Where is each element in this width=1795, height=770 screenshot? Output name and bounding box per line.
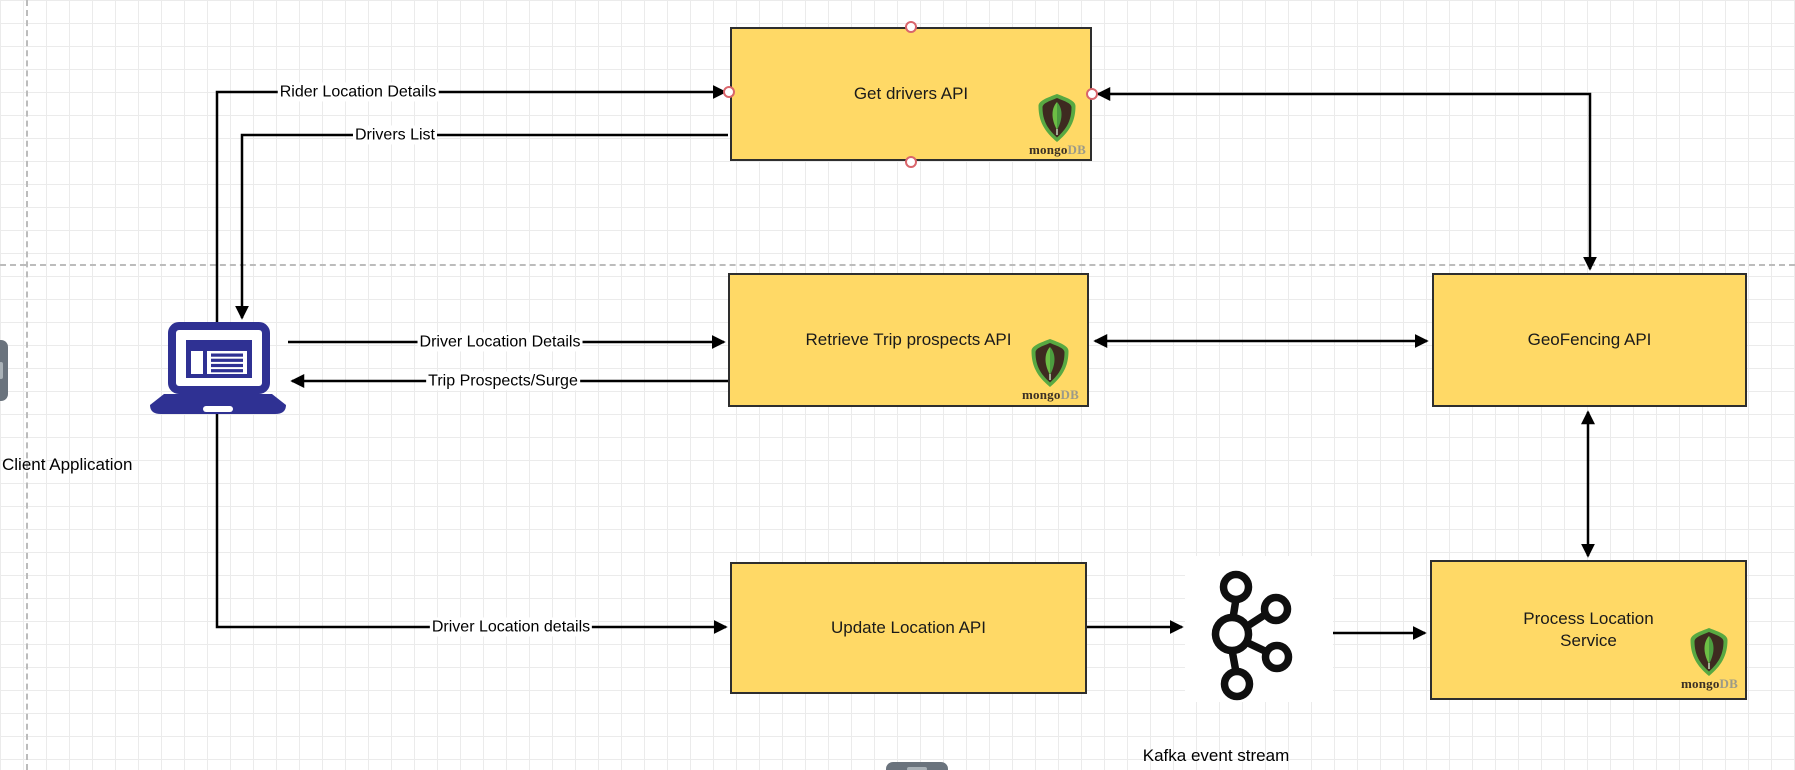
edge-label-driver-location-details-lower[interactable]: Driver Location details [429,617,593,637]
laptop-glyph [150,322,286,414]
connection-point-left[interactable] [723,86,735,98]
edge-label-drivers-list[interactable]: Drivers List [352,125,438,145]
edge-label-rider-location-details[interactable]: Rider Location Details [277,82,439,102]
page-guide-horizontal [0,264,1795,266]
mongodb-icon: mongoDB [1022,338,1079,401]
node-geofencing-api[interactable]: GeoFencing API [1432,273,1747,407]
node-retrieve-trip-prospects-api[interactable]: Retrieve Trip prospects API mongoDB [728,273,1089,407]
mongodb-icon: mongoDB [1029,93,1086,156]
edge-driver-location-details-lower[interactable] [215,405,728,634]
panel-collapse-handle[interactable] [0,340,8,401]
connection-point-bottom[interactable] [905,156,917,168]
edge-drivers-list[interactable] [235,133,728,320]
mongodb-icon: mongoDB [1681,627,1738,690]
mongodb-wordmark: mongoDB [1680,676,1738,691]
handle-grip [907,767,927,770]
node-label: Get drivers API [853,83,969,103]
edge-label-driver-location-details[interactable]: Driver Location Details [417,332,583,352]
node-label: GeoFencing API [1527,329,1652,349]
page-guide-vertical [26,0,28,770]
kafka-glyph [1185,556,1333,702]
laptop-icon[interactable] [148,322,288,421]
edge-rider-location-details[interactable] [215,85,727,340]
node-get-drivers-api[interactable]: Get drivers API mongoDB [730,27,1092,161]
node-label: Retrieve Trip prospects API [805,329,1012,349]
mongodb-shield [1038,94,1076,142]
node-label: Process Location Service [1523,608,1654,650]
toolbar-collapse-handle[interactable] [886,762,948,770]
client-application-label[interactable]: Client Application [2,455,133,474]
mongodb-wordmark: mongoDB [1021,387,1079,402]
kafka-event-stream-label[interactable]: Kafka event stream [1142,746,1290,765]
kafka-icon[interactable] [1185,556,1333,707]
node-label: Update Location API [830,617,986,637]
connection-point-right[interactable] [1086,88,1098,100]
mongodb-shield [1031,339,1069,387]
mongodb-wordmark: mongoDB [1028,142,1086,157]
node-process-location-service[interactable]: Process Location Service mongoDB [1430,560,1747,700]
edge-label-trip-prospects-surge[interactable]: Trip Prospects/Surge [426,371,580,391]
node-update-location-api[interactable]: Update Location API [730,562,1087,694]
edge-geofencing-to-get-drivers[interactable] [1096,87,1597,271]
handle-grip [0,362,3,379]
mongodb-shield [1690,628,1728,676]
connection-point-top[interactable] [905,21,917,33]
